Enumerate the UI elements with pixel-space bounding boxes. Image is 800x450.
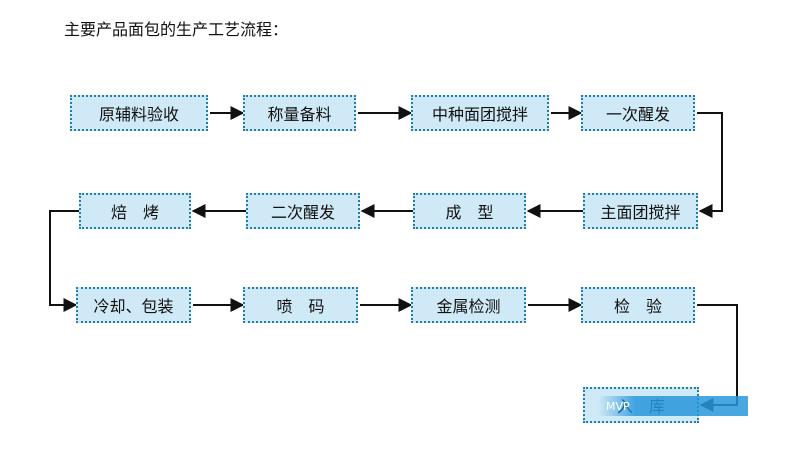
- step-weighing-preparation: 称量备料: [243, 95, 356, 131]
- step-metal-detection: 金属检测: [411, 287, 526, 323]
- step-shaping: 成 型: [413, 193, 526, 229]
- step-main-dough-mixing: 主面团搅拌: [583, 193, 698, 229]
- step-baking: 焙 烤: [79, 193, 191, 229]
- step-inspection: 检 验: [581, 287, 695, 323]
- step-cooling-packaging: 冷却、包装: [76, 287, 191, 323]
- connector-4-5: [697, 112, 723, 218]
- connector-8-9: [49, 210, 79, 312]
- step-sponge-dough-mixing: 中种面团搅拌: [411, 95, 549, 131]
- step-second-proofing: 二次醒发: [246, 193, 360, 229]
- watermark: MVP: [598, 396, 748, 416]
- step-coding: 喷 码: [243, 287, 358, 323]
- step-raw-material-inspection: 原辅料验收: [70, 95, 208, 131]
- page-title: 主要产品面包的生产工艺流程：: [64, 20, 289, 39]
- step-first-proofing: 一次醒发: [581, 95, 695, 131]
- connector-12-13: [697, 304, 738, 412]
